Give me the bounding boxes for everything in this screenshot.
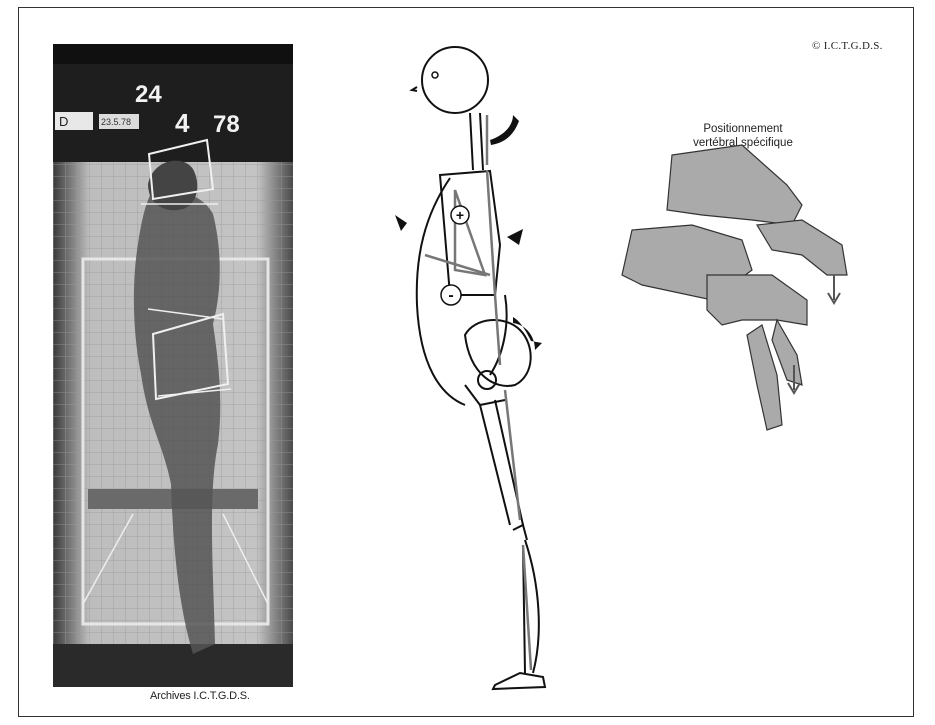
spinous-process-upper bbox=[757, 220, 847, 275]
board-date: 23.5.78 bbox=[101, 117, 131, 127]
pelvis-rotation-arrow bbox=[513, 317, 542, 350]
vertebra-lower bbox=[707, 275, 807, 325]
vertebrae-illustration bbox=[612, 125, 862, 440]
head-circle bbox=[422, 47, 488, 113]
minus-symbol: - bbox=[448, 287, 453, 304]
foot-outline bbox=[493, 673, 545, 689]
neck-rotation-arrow bbox=[490, 115, 519, 145]
neck-lines bbox=[470, 113, 483, 170]
board-number-24: 24 bbox=[135, 81, 162, 108]
board-number-4: 4 bbox=[175, 108, 190, 138]
thigh-lines bbox=[480, 400, 523, 525]
board-label-d: D bbox=[59, 114, 68, 129]
posture-photo: 24 4 78 D 23.5.78 bbox=[53, 44, 293, 687]
eye-mark bbox=[432, 72, 438, 78]
left-push-arrow bbox=[395, 215, 407, 231]
board-number-78: 78 bbox=[213, 111, 240, 138]
vertebra-upper bbox=[667, 145, 802, 225]
posture-diagram: + - bbox=[395, 45, 565, 695]
plus-symbol: + bbox=[456, 207, 464, 223]
photo-caption: Archives I.C.T.G.D.S. bbox=[150, 690, 250, 702]
copyright-label: © I.C.T.G.D.S. bbox=[812, 40, 883, 52]
right-push-arrow bbox=[507, 229, 523, 245]
